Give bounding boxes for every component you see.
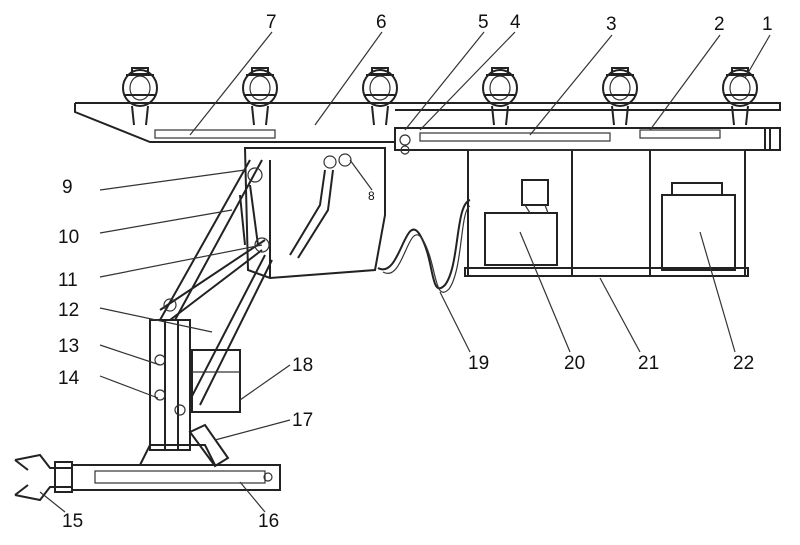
lamp-icon	[242, 67, 278, 126]
label-17: 17	[292, 410, 313, 431]
platform	[191, 349, 241, 413]
top-rail-beam	[74, 102, 781, 155]
label-13: 13	[58, 336, 79, 357]
lamp-icon	[122, 67, 158, 126]
label-9: 9	[62, 177, 73, 198]
tank-box	[661, 182, 736, 271]
lamp-icon	[602, 67, 638, 126]
lamp-row	[122, 67, 758, 126]
control-box	[243, 147, 386, 280]
label-16: 16	[258, 511, 279, 532]
label-19: 19	[468, 353, 489, 374]
label-18: 18	[292, 355, 313, 376]
label-12: 12	[58, 300, 79, 321]
cylinder	[188, 423, 230, 468]
gripper	[14, 453, 73, 502]
label-1: 1	[762, 14, 773, 35]
label-20: 20	[564, 353, 585, 374]
label-7: 7	[266, 12, 277, 33]
lamp-icon	[362, 67, 398, 126]
lamp-icon	[482, 67, 518, 126]
label-22: 22	[733, 353, 754, 374]
label-21: 21	[638, 353, 659, 374]
label-11: 11	[58, 270, 78, 291]
label-5: 5	[478, 12, 489, 33]
label-2: 2	[714, 14, 725, 35]
arm-linkage	[139, 159, 273, 466]
lamp-icon	[722, 67, 758, 126]
label-3: 3	[606, 14, 617, 35]
label-14: 14	[58, 368, 80, 389]
label-8: 8	[368, 189, 375, 203]
right-frame	[464, 149, 749, 277]
power-box	[484, 179, 558, 266]
hose	[377, 199, 471, 289]
label-15: 15	[62, 511, 83, 532]
bottom-beam	[71, 464, 281, 491]
label-6: 6	[376, 12, 387, 33]
label-4: 4	[510, 12, 521, 33]
label-10: 10	[58, 227, 79, 248]
leader-lines	[39, 31, 771, 513]
